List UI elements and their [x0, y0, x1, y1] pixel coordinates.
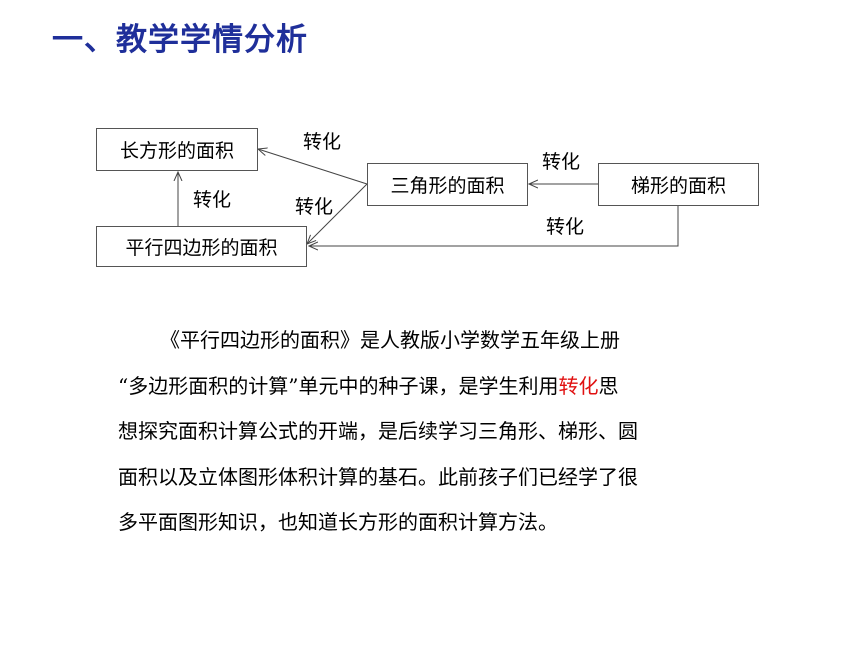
analysis-paragraph: 《平行四边形的面积》是人教版小学数学五年级上册 “多边形面积的计算”单元中的种子…	[118, 318, 750, 546]
box-triangle-area: 三角形的面积	[367, 163, 528, 206]
paragraph-line-2-text: “多边形面积的计算”单元中的种子课，是学生利用	[118, 373, 559, 398]
box-trapezoid-area: 梯形的面积	[598, 163, 759, 206]
paragraph-line-1: 《平行四边形的面积》是人教版小学数学五年级上册	[160, 328, 620, 352]
label-trapezoid-to-parallelogram: 转化	[546, 216, 585, 238]
label-trapezoid-to-triangle: 转化	[542, 151, 581, 173]
paragraph-line-3: 想探究面积计算公式的开端，是后续学习三角形、梯形、圆	[118, 419, 638, 443]
highlight-keyword: 转化	[558, 373, 599, 398]
paragraph-line-4: 面积以及立体图形体积计算的基石。此前孩子们已经学了很	[118, 464, 638, 489]
arrow-trapezoid-to-parallelogram	[309, 205, 679, 246]
paragraph-line-2: “多边形面积的计算”单元中的种子课，是学生利用转化思	[118, 364, 750, 410]
arrow-triangle-to-rectangle	[258, 149, 368, 185]
paragraph-line-5: 多平面图形知识，也知道长方形的面积计算方法。	[118, 510, 558, 534]
label-triangle-to-parallelogram: 转化	[295, 196, 334, 218]
box-rectangle-area: 长方形的面积	[96, 128, 258, 171]
label-parallelogram-to-rectangle: 转化	[193, 189, 232, 211]
label-triangle-to-rectangle: 转化	[303, 131, 342, 153]
paragraph-line-2-end: 思	[598, 373, 619, 398]
slide-title: 一、教学学情分析	[52, 22, 308, 58]
box-parallelogram-area: 平行四边形的面积	[96, 226, 307, 267]
arrow-triangle-to-parallelogram	[307, 183, 368, 244]
